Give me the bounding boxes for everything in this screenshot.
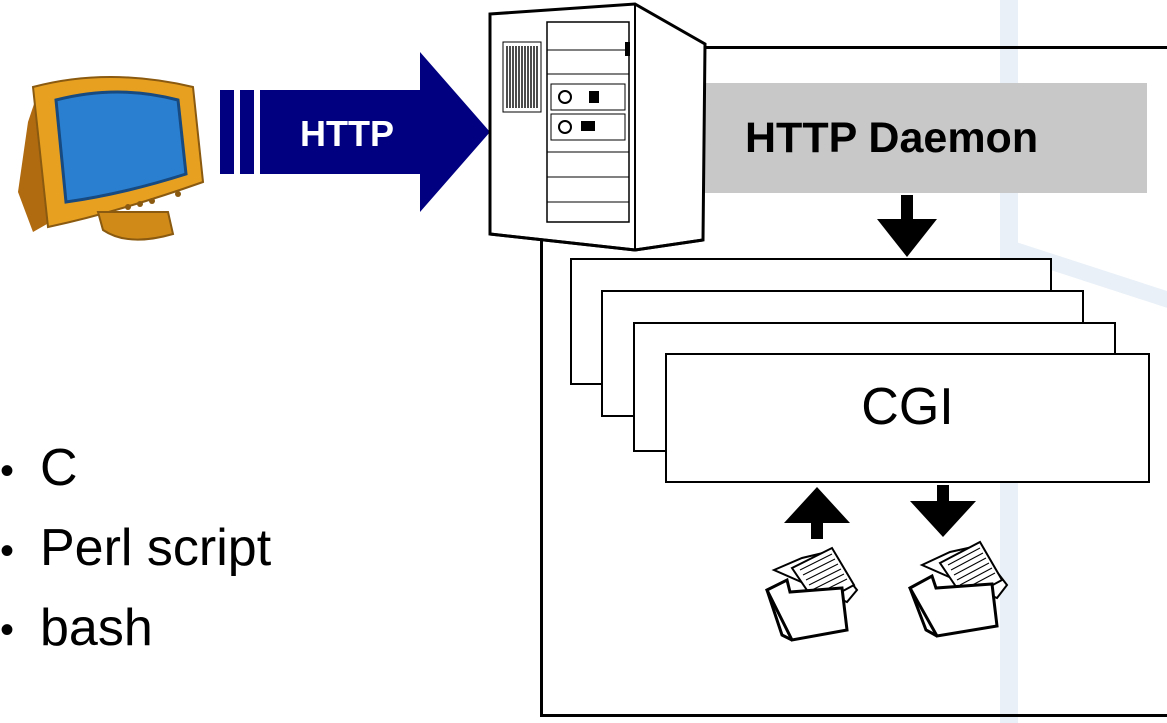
folder-with-documents-icon — [764, 546, 859, 642]
server-enclosure — [540, 46, 1167, 717]
cgi-label: CGI — [861, 377, 954, 436]
http-daemon-bar — [695, 83, 1147, 193]
monitor-icon — [18, 76, 205, 241]
language-list: C Perl script bash — [0, 430, 380, 669]
down-arrow-icon — [877, 195, 937, 257]
http-protocol-label: HTTP — [300, 113, 394, 154]
language-item-c: C — [0, 430, 380, 510]
server-tower-icon — [488, 2, 707, 252]
http-daemon-label: HTTP Daemon — [745, 114, 1039, 162]
folder-with-documents-icon — [907, 540, 1009, 638]
http-arrow — [220, 52, 490, 212]
cgi-process-card-front — [665, 353, 1150, 483]
language-item-bash: bash — [0, 590, 380, 670]
up-arrow-icon — [784, 487, 850, 539]
language-item-perl: Perl script — [0, 510, 380, 590]
down-arrow-icon — [910, 485, 976, 537]
